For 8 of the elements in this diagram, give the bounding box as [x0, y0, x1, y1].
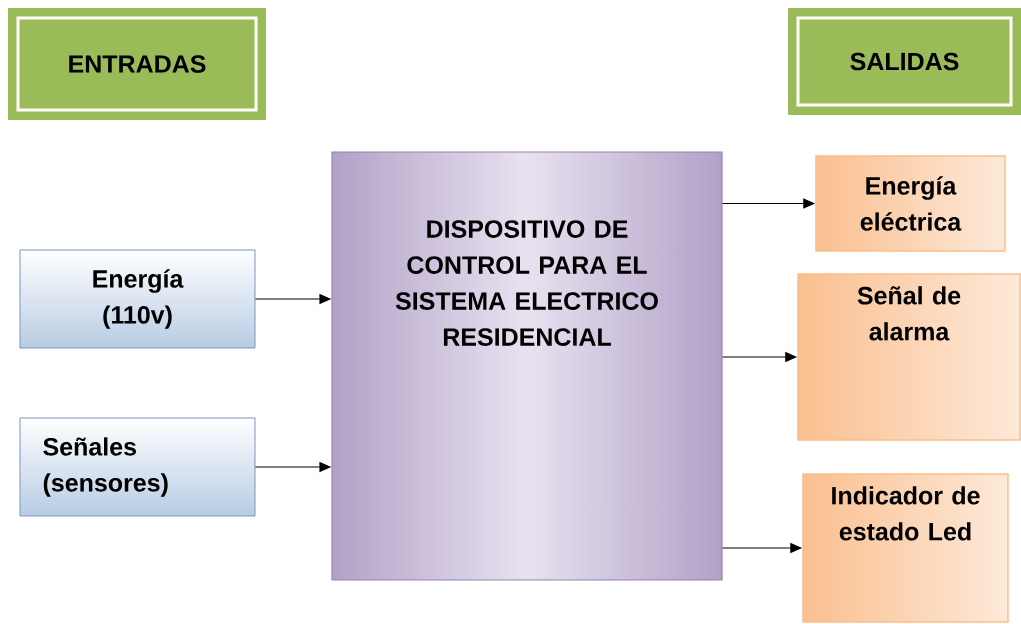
output-box: Indicador de estado Led	[802, 473, 1009, 623]
device-box: DISPOSITIVO DE CONTROL PARA EL SISTEMA ELECTRICO RESIDENCIAL	[331, 151, 723, 581]
section-heading-box: ENTRADAS	[8, 8, 266, 120]
output-box: Energía eléctrica	[815, 155, 1006, 252]
input-box: Energía (110v)	[19, 249, 256, 349]
output-box: Señal de alarma	[797, 273, 1021, 441]
section-heading-box: SALIDAS	[788, 8, 1021, 115]
input-box: Señales (sensores)	[19, 417, 256, 517]
